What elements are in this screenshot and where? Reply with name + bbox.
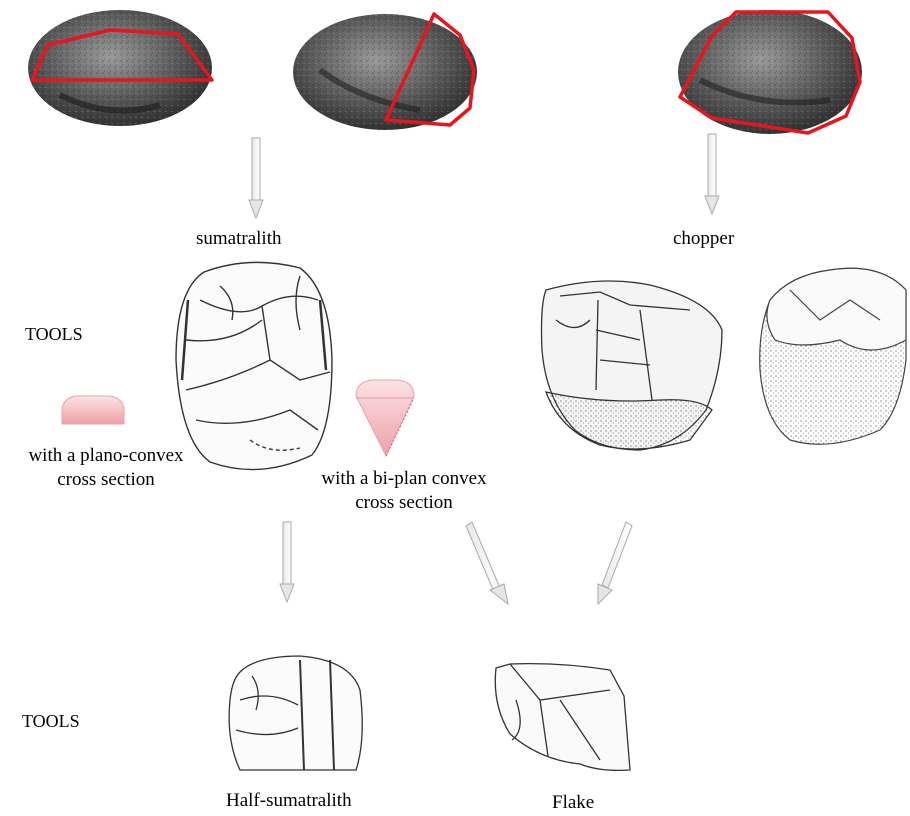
arrow-down-half-sumatralith bbox=[280, 522, 294, 602]
flake-drawing bbox=[495, 664, 630, 771]
plano-convex-section-shape bbox=[62, 396, 124, 424]
pebble-1-image bbox=[28, 10, 212, 126]
arrow-diagonal-left-to-flake bbox=[466, 522, 508, 604]
flake-label: Flake bbox=[552, 792, 594, 814]
biplan-convex-label-line1: with a bi-plan convex bbox=[294, 468, 514, 490]
half-sumatralith-drawing bbox=[229, 656, 362, 770]
biplan-convex-label-line2: cross section bbox=[294, 492, 514, 514]
tools-label-top: TOOLS bbox=[25, 323, 83, 345]
half-sumatralith-label: Half-sumatralith bbox=[226, 790, 352, 812]
arrow-diagonal-right-to-flake bbox=[598, 522, 632, 604]
pebble-2-image bbox=[293, 14, 477, 130]
biplan-convex-section-shape bbox=[356, 380, 414, 456]
plano-convex-label-line2: cross section bbox=[0, 469, 212, 491]
plano-convex-label-line1: with a plano-convex bbox=[0, 445, 212, 467]
arrow-down-sumatralith bbox=[249, 138, 263, 218]
chopper-label: chopper bbox=[673, 228, 734, 250]
arrow-down-chopper bbox=[705, 134, 719, 214]
chopper-drawing bbox=[542, 281, 723, 450]
chopper-side-drawing bbox=[760, 268, 906, 444]
sumatralith-label: sumatralith bbox=[196, 228, 281, 250]
tools-label-bottom: TOOLS bbox=[22, 710, 80, 732]
sumatralith-drawing bbox=[176, 262, 332, 469]
